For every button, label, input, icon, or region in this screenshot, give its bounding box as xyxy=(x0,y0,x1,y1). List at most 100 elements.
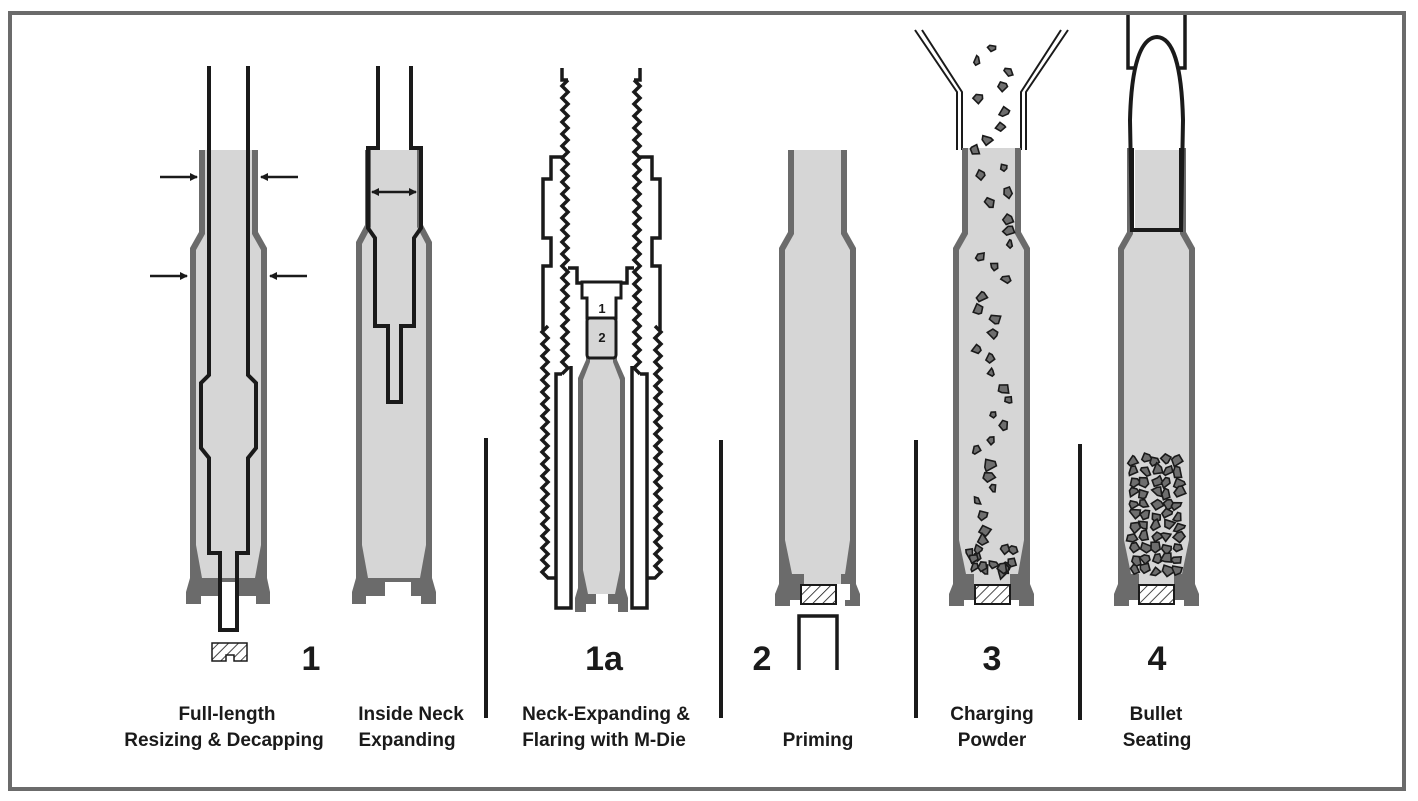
step-inside-neck-expanding: Inside Neck Expanding xyxy=(352,66,464,751)
cartridge-case xyxy=(186,150,270,604)
powder-grain xyxy=(988,314,1002,325)
powder-grain xyxy=(1129,477,1142,489)
powder-grain xyxy=(1125,532,1139,543)
powder-grain xyxy=(1128,508,1142,520)
step-caption-line-2: Priming xyxy=(783,730,854,751)
powder-grain xyxy=(1005,238,1014,250)
powder-grain xyxy=(1150,486,1163,498)
powder-grain xyxy=(1137,520,1148,530)
powder-grain xyxy=(989,262,999,272)
powder-grain xyxy=(968,553,980,565)
stage-label: 1 xyxy=(598,301,605,316)
powder-grain xyxy=(1172,465,1183,479)
step-2-priming: 2 Priming xyxy=(753,150,860,751)
powder-grain xyxy=(1159,552,1173,563)
powder-grain xyxy=(1173,485,1188,498)
powder-grain xyxy=(1001,212,1015,226)
expander-plug xyxy=(366,66,423,404)
powder-grain xyxy=(976,531,990,547)
powder-grain xyxy=(986,328,999,341)
step-caption-line-2: Flaring with M-Die xyxy=(522,730,686,751)
step-caption-line-1: Full-length xyxy=(178,704,275,725)
step-number: 4 xyxy=(1148,640,1167,678)
powder-grain xyxy=(984,352,996,365)
powder-grain xyxy=(999,163,1008,173)
powder-grain xyxy=(999,543,1011,556)
powder-grain xyxy=(1169,555,1183,565)
step-number: 1a xyxy=(585,640,624,678)
step-caption-line-1: Neck-Expanding & xyxy=(522,704,690,725)
step-caption-line-2: Expanding xyxy=(358,730,455,751)
powder-grain xyxy=(1171,565,1184,577)
cartridge-case xyxy=(352,150,436,604)
primer xyxy=(800,584,837,605)
powder-grain xyxy=(973,543,984,556)
cartridge-case xyxy=(949,148,1034,606)
powder-grain xyxy=(1149,456,1161,468)
powder-grain xyxy=(971,93,984,105)
powder-grain xyxy=(1139,562,1151,575)
powder-grains xyxy=(965,44,1019,581)
powder-grain xyxy=(988,560,1001,570)
powder-grain xyxy=(1138,529,1150,542)
powder-grain xyxy=(1160,507,1174,519)
powder-grain xyxy=(1128,486,1140,499)
powder-grain xyxy=(971,444,982,456)
cartridge-case xyxy=(775,150,860,606)
powder-grain xyxy=(989,411,997,419)
powder-grain xyxy=(1007,557,1018,568)
powder-grain xyxy=(1152,461,1164,475)
powder-grain xyxy=(1151,474,1165,488)
powder-charge xyxy=(1125,452,1188,578)
cartridge-case xyxy=(575,346,628,612)
powder-grain xyxy=(1128,465,1139,477)
powder-grain xyxy=(977,510,989,522)
powder-grain xyxy=(997,384,1010,394)
step-number: 3 xyxy=(983,640,1002,678)
powder-grain xyxy=(1170,501,1183,512)
step-caption-line-1: Bullet xyxy=(1130,704,1183,725)
powder-grain xyxy=(1149,518,1162,532)
powder-grain xyxy=(983,196,995,209)
powder-grain xyxy=(1140,452,1154,463)
powder-grain xyxy=(1162,464,1174,477)
powder-grain xyxy=(983,458,998,473)
stage-label: 2 xyxy=(598,330,605,345)
powder-grain xyxy=(1126,454,1140,467)
powder-grain xyxy=(996,562,1008,575)
powder-grain xyxy=(1128,541,1142,554)
powder-grain xyxy=(996,81,1009,93)
powder-grain xyxy=(981,134,995,147)
decapping-rod xyxy=(199,66,258,632)
powder-grain xyxy=(1151,553,1164,565)
powder-grain xyxy=(1150,498,1165,511)
powder-grain xyxy=(972,302,984,315)
die-body xyxy=(539,68,664,610)
bullet-seated-portion xyxy=(1135,150,1179,228)
powder-grain xyxy=(969,143,981,155)
step-3-charging-powder: 3 Charging Powder xyxy=(914,29,1069,751)
powder-grain xyxy=(1172,522,1187,533)
step-caption-line-2: Resizing & Decapping xyxy=(124,730,324,751)
powder-grain xyxy=(1160,476,1171,490)
primer xyxy=(974,584,1011,605)
powder-grain xyxy=(986,366,995,378)
powder-grain xyxy=(1171,530,1187,544)
powder-grain xyxy=(1129,521,1142,535)
powder-grain xyxy=(975,168,986,182)
powder-grain xyxy=(1004,395,1013,404)
step-caption-line-2: Seating xyxy=(1123,730,1192,751)
powder-grain xyxy=(974,252,985,262)
powder-grain xyxy=(999,275,1012,285)
step-number: 2 xyxy=(753,640,772,678)
powder-grain xyxy=(970,562,980,573)
powder-grain xyxy=(1128,499,1140,511)
powder-grain xyxy=(1003,67,1014,78)
powder-grain xyxy=(1159,532,1173,543)
powder-grain xyxy=(977,561,988,573)
powder-grain xyxy=(1138,498,1150,509)
step-1-full-length-resizing: 1 Full-length Resizing & Decapping xyxy=(124,66,324,751)
spent-primer xyxy=(211,642,248,662)
step-caption-line-1: Charging xyxy=(950,704,1033,725)
powder-grain xyxy=(1129,563,1141,576)
